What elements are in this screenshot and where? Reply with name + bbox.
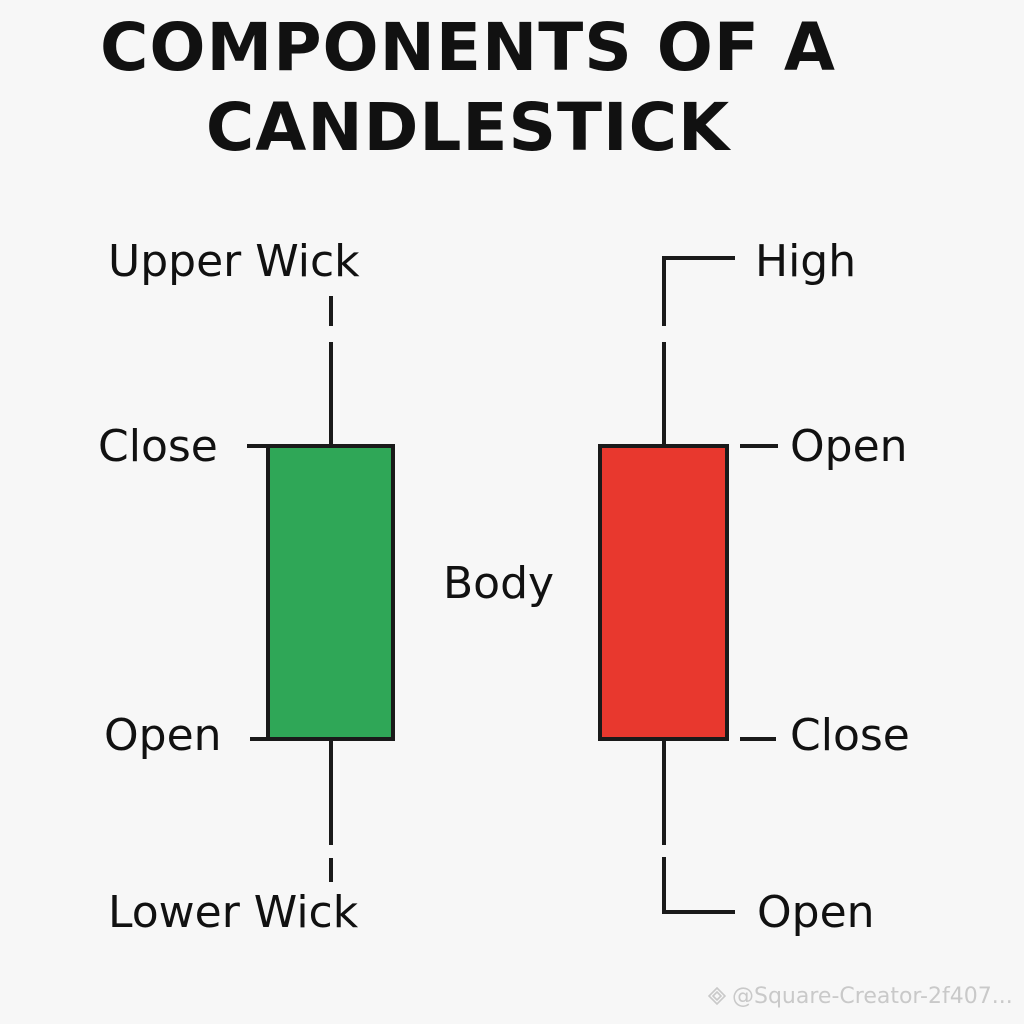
watermark: @Square-Creator-2f407... (708, 982, 1013, 1012)
bearish-open-label: Open (790, 421, 908, 472)
diamond-logo-icon (708, 987, 726, 1005)
watermark-text: @Square-Creator-2f407... (732, 984, 1013, 1009)
upper-wick-label: Upper Wick (108, 236, 360, 287)
bearish-close-label: Close (790, 710, 910, 761)
bearish-high-label: High (755, 236, 857, 287)
bullish-open-label: Open (104, 710, 222, 761)
bearish-low-leader (662, 857, 735, 914)
body-label: Body (443, 558, 555, 609)
bullish-body (266, 444, 395, 741)
lower-wick-label: Lower Wick (108, 887, 359, 938)
page-title: COMPONENTS OF A CANDLESTICK (0, 8, 936, 168)
bearish-low-label: Open (757, 887, 875, 938)
bullish-candle (247, 296, 395, 882)
title-line-1: COMPONENTS OF A (99, 9, 837, 86)
bearish-candle (598, 256, 778, 914)
bearish-body (598, 444, 729, 741)
title-line-2: CANDLESTICK (205, 89, 731, 166)
bearish-high-leader (662, 256, 735, 326)
bullish-close-label: Close (98, 421, 218, 472)
